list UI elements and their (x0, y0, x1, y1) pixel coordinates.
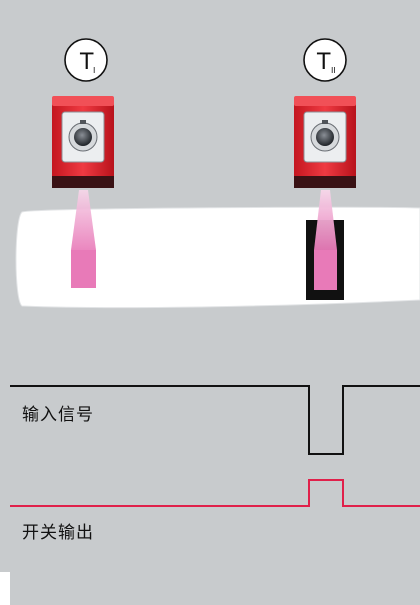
page-margin (0, 572, 10, 605)
sensor-2: T II (294, 38, 356, 188)
circle-label-icon (303, 38, 347, 82)
light-beam-icon (71, 190, 96, 288)
laser-sensor-icon (52, 96, 114, 188)
sensor-1: T I (52, 38, 114, 188)
sensor-1-sublabel: I (93, 66, 95, 75)
circle-label-icon (64, 38, 108, 82)
sensor-2-sublabel: II (331, 66, 336, 75)
laser-sensor-icon (294, 96, 356, 188)
output-signal-trace (10, 479, 420, 507)
input-signal-trace (10, 385, 420, 455)
light-beam-icon (314, 190, 337, 250)
input-signal-label: 输入信号 (22, 405, 94, 425)
output-signal-label: 开关输出 (22, 523, 94, 543)
object-detected (306, 190, 344, 300)
sensor-2-label: T (316, 50, 331, 75)
sensor-1-label: T (79, 50, 94, 75)
